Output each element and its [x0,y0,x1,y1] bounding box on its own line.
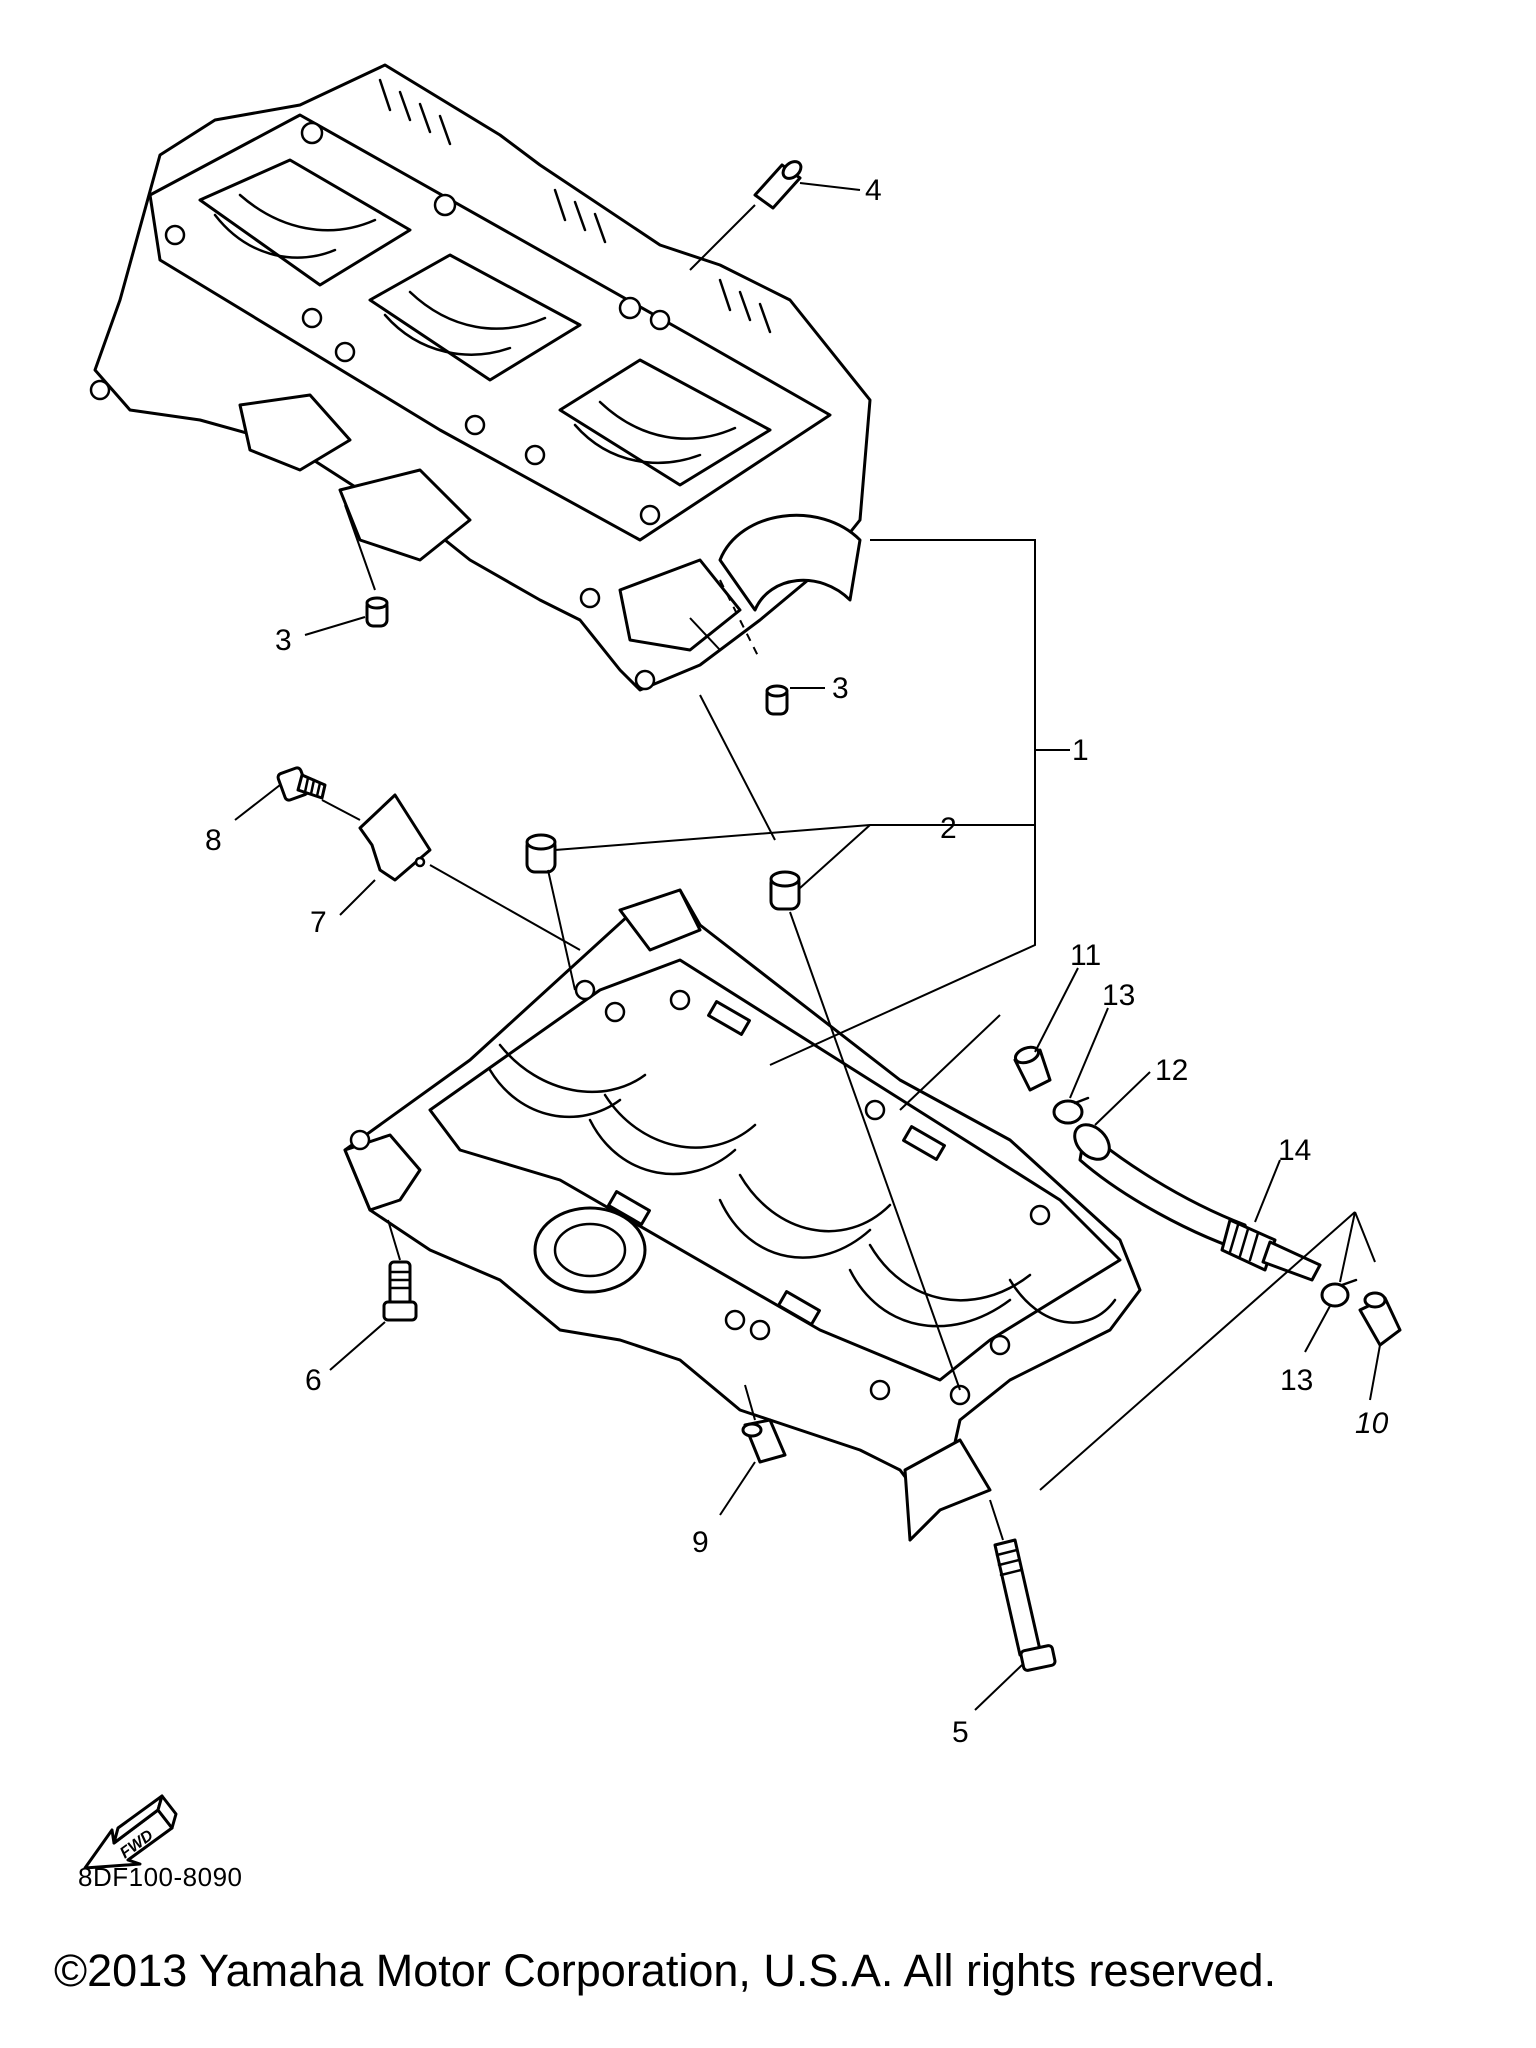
callout-14: 14 [1278,1134,1311,1167]
diagram-code: 8DF100-8090 [78,1862,243,1892]
callout-8: 8 [205,824,222,857]
callout-12: 12 [1155,1054,1188,1087]
part-14-hose [1073,1123,1322,1282]
part-8-bolt [276,766,327,802]
lower-crankcase [343,888,1142,1542]
fwd-arrow-icon: FWD [83,1794,178,1870]
callout-2: 2 [940,812,957,845]
callout-3-left: 3 [275,624,292,657]
leader-lines [234,182,1381,1711]
callout-13-upper: 13 [1102,979,1135,1012]
part-13-clamp-upper [1052,1096,1090,1125]
part-10-elbow [1358,1291,1402,1347]
callout-1: 1 [1072,734,1089,767]
part-7-bracket [358,793,432,882]
part-9-fitting [741,1418,787,1464]
callout-4: 4 [865,174,882,207]
part-2-pin-right [769,870,801,911]
part-3-dowel-right [765,684,789,716]
callout-10: 10 [1355,1407,1389,1440]
callout-7: 7 [310,906,327,939]
callout-3-right: 3 [832,672,849,705]
callout-9: 9 [692,1526,709,1559]
copyright-notice: ©2013 Yamaha Motor Corporation, U.S.A. A… [54,1945,1277,1996]
part-13-clamp-lower [1320,1278,1358,1308]
callout-6: 6 [305,1364,322,1397]
callout-5: 5 [952,1716,969,1749]
part-5-long-bolt [993,1538,1057,1672]
part-11-fitting [1013,1045,1052,1092]
part-6-bolt [382,1260,418,1322]
part-4-dowel [753,160,803,210]
part-3-dowel-left [365,596,389,628]
part-2-pin-left [525,833,557,874]
callout-11: 11 [1070,939,1101,972]
upper-crankcase [89,63,872,692]
callout-13-lower: 13 [1280,1364,1313,1397]
